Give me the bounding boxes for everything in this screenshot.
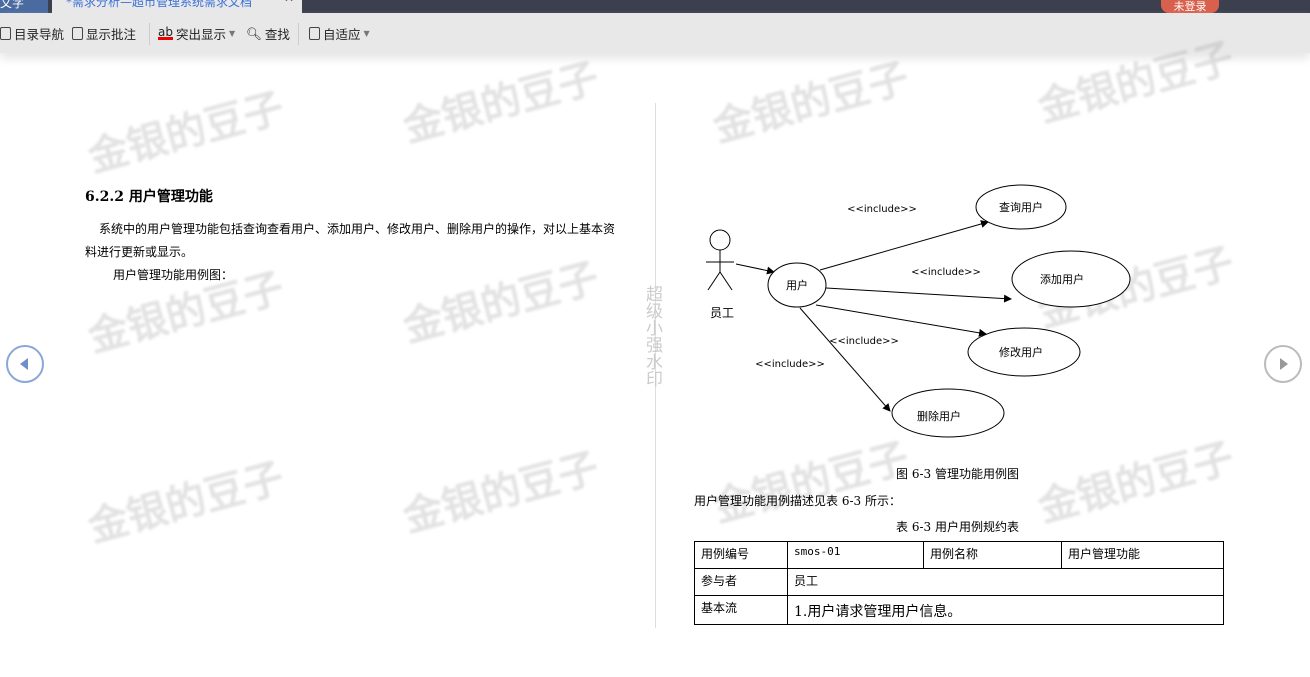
- chevron-right-icon: [1280, 358, 1288, 370]
- comments-button[interactable]: 显示批注: [72, 24, 136, 43]
- table-row: 参与者员工: [694, 568, 1224, 596]
- table-cell: 员工: [787, 568, 1224, 596]
- use-case-label: 添加用户: [1040, 272, 1084, 286]
- find-label: 查找: [264, 27, 290, 42]
- use-case-add: [1011, 250, 1131, 308]
- comments-label: 显示批注: [86, 27, 137, 42]
- include-line: [815, 304, 987, 337]
- left-page: 6.2.2 用户管理功能 系统中的用户管理功能包括查询查看用户、添加用户、修改用…: [85, 186, 625, 283]
- use-case-edit: [967, 327, 1081, 377]
- paragraph: 用户管理功能用例描述见表 6-3 所示：: [694, 494, 901, 508]
- table-cell: smos-01: [787, 541, 924, 569]
- use-case-user: [767, 262, 827, 308]
- chevron-down-icon: ▼: [363, 29, 370, 38]
- find-button[interactable]: 🔍︎查找: [246, 24, 290, 43]
- use-case-label: 修改用户: [999, 345, 1043, 359]
- include-line: [799, 307, 891, 412]
- association-line: [735, 263, 775, 275]
- page-icon: [309, 27, 320, 40]
- toc-icon: [0, 27, 11, 40]
- chevron-left-icon: [20, 358, 28, 370]
- fit-button[interactable]: 自适应▼: [309, 24, 370, 43]
- fit-label: 自适应: [323, 27, 361, 42]
- comments-icon: [72, 27, 83, 40]
- toc-label: 目录导航: [14, 27, 65, 42]
- actor-label: 员工: [710, 306, 734, 320]
- next-page-button[interactable]: [1264, 345, 1302, 383]
- chevron-down-icon: ▼: [229, 29, 236, 38]
- document-tab[interactable]: *需求分析—超市管理系统需求文档✕: [52, 0, 302, 13]
- table-cell: 用户管理功能: [1061, 541, 1224, 569]
- separator: [149, 23, 150, 45]
- include-line: [819, 220, 989, 271]
- use-case-query: [975, 184, 1067, 230]
- section-heading: 6.2.2 用户管理功能: [85, 189, 213, 205]
- vertical-watermark: 超级小强水印: [642, 285, 662, 387]
- table-caption: 表 6-3 用户用例规约表: [896, 520, 1019, 534]
- app-menu-label: 文字: [0, 0, 25, 10]
- paragraph: 用户管理功能用例图：: [113, 268, 234, 282]
- prev-page-button[interactable]: [6, 345, 44, 383]
- highlight-icon: ab: [158, 25, 173, 40]
- include-label: <<include>>: [829, 336, 899, 347]
- actor-icon: [706, 229, 734, 291]
- include-label: <<include>>: [911, 267, 981, 278]
- table-cell: 参与者: [694, 568, 788, 596]
- title-bar: 文字 *需求分析—超市管理系统需求文档✕ 未登录: [0, 0, 1310, 13]
- include-label: <<include>>: [755, 359, 825, 370]
- separator: [298, 23, 299, 45]
- tab-title: *需求分析—超市管理系统需求文档: [66, 0, 253, 9]
- login-label: 未登录: [1173, 0, 1207, 13]
- page-divider: [655, 103, 656, 628]
- search-icon: 🔍︎: [246, 25, 262, 41]
- use-case-delete: [891, 388, 1005, 438]
- include-line: [825, 287, 1012, 303]
- app-menu-button[interactable]: 文字: [0, 0, 48, 13]
- login-button[interactable]: 未登录: [1161, 0, 1219, 13]
- use-case-label: 用户: [786, 278, 808, 292]
- table-cell: 1.用户请求管理用户信息。: [787, 595, 1224, 625]
- table-cell: 用例名称: [923, 541, 1062, 569]
- toc-button[interactable]: 目录导航: [0, 24, 64, 43]
- paragraph: 系统中的用户管理功能包括查询查看用户、添加用户、修改用户、删除用户的操作，对以上…: [85, 222, 616, 259]
- figure-caption: 图 6-3 管理功能用例图: [896, 467, 1019, 481]
- highlight-label: 突出显示: [175, 27, 226, 42]
- use-case-label: 查询用户: [999, 200, 1043, 214]
- use-case-label: 删除用户: [917, 409, 961, 423]
- table-cell: 基本流: [694, 595, 788, 625]
- table-cell: 用例编号: [694, 541, 788, 569]
- include-label: <<include>>: [847, 204, 917, 215]
